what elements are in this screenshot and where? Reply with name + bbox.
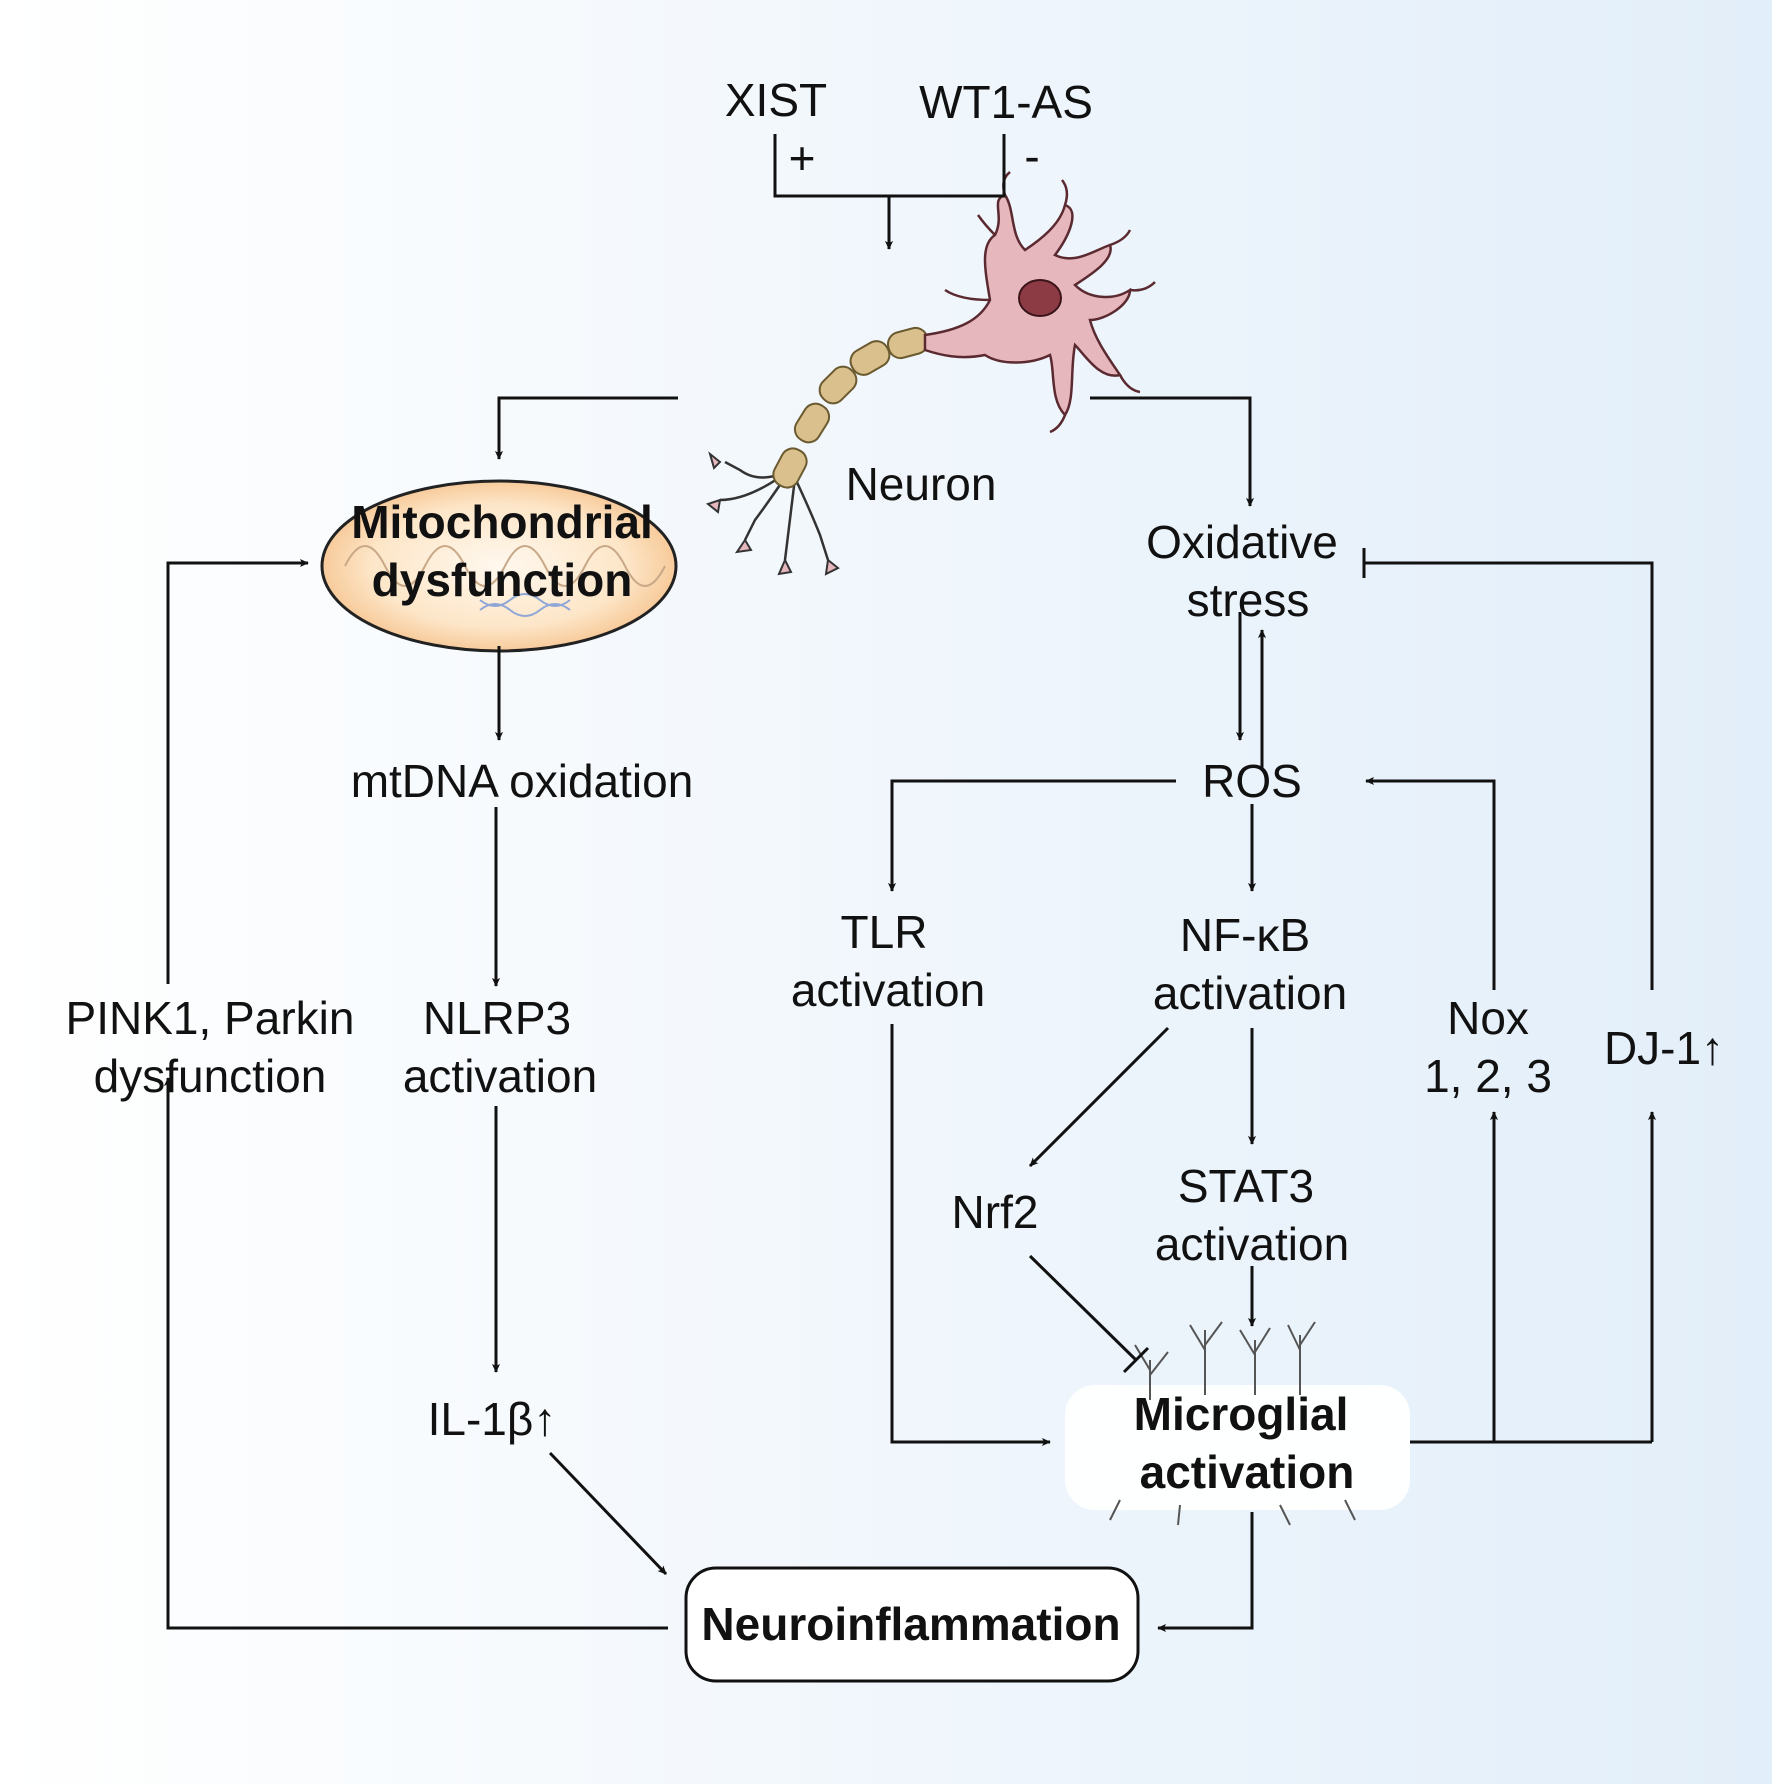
oxstress-label-line2: stress <box>1187 574 1310 626</box>
nfkb-label-line2: activation <box>1153 967 1347 1019</box>
tlr-label-line1: TLR <box>841 906 928 958</box>
microglia-label-line1: Microglial <box>1134 1388 1349 1440</box>
nfkb-label-line1: NF-κB <box>1180 909 1310 961</box>
minus-sign: - <box>1024 130 1039 182</box>
mito-label-line2: dysfunction <box>372 554 633 606</box>
microglia-illustration <box>1065 1321 1410 1526</box>
neuroinflammation-box <box>684 1566 1140 1683</box>
neuroinflammation-label: Neuroinflammation <box>701 1598 1120 1650</box>
stat3-label-line1: STAT3 <box>1178 1160 1314 1212</box>
tlr-label-line2: activation <box>791 964 985 1016</box>
oxstress-label-line1: Oxidative <box>1146 516 1338 568</box>
pink-label-line2: dysfunction <box>94 1050 327 1102</box>
neuron-illustration <box>705 171 1156 576</box>
stat3-label-line2: activation <box>1155 1218 1349 1270</box>
nox-label-line1: Nox <box>1447 992 1529 1044</box>
plus-sign: + <box>789 132 816 184</box>
pink-label-line1: PINK1, Parkin <box>66 992 355 1044</box>
nlrp3-label-line1: NLRP3 <box>423 992 571 1044</box>
dj1-label: DJ-1↑ <box>1604 1022 1724 1074</box>
nox-label-line2: 1, 2, 3 <box>1424 1050 1552 1102</box>
wt1as-label: WT1-AS <box>919 76 1093 128</box>
nrf2-label: Nrf2 <box>952 1186 1039 1238</box>
neuron-label: Neuron <box>846 458 997 510</box>
il1b-label: IL-1β↑ <box>428 1393 557 1445</box>
nucleus <box>1018 279 1062 317</box>
nlrp3-label-line2: activation <box>403 1050 597 1102</box>
connectors <box>163 134 1657 1633</box>
mtdna-label: mtDNA oxidation <box>351 755 694 807</box>
microglia-label-line2: activation <box>1140 1446 1355 1498</box>
mitochondria-illustration <box>320 479 678 653</box>
xist-label: XIST <box>725 74 827 126</box>
mito-label-line1: Mitochondrial <box>351 496 653 548</box>
ros-label: ROS <box>1202 755 1302 807</box>
